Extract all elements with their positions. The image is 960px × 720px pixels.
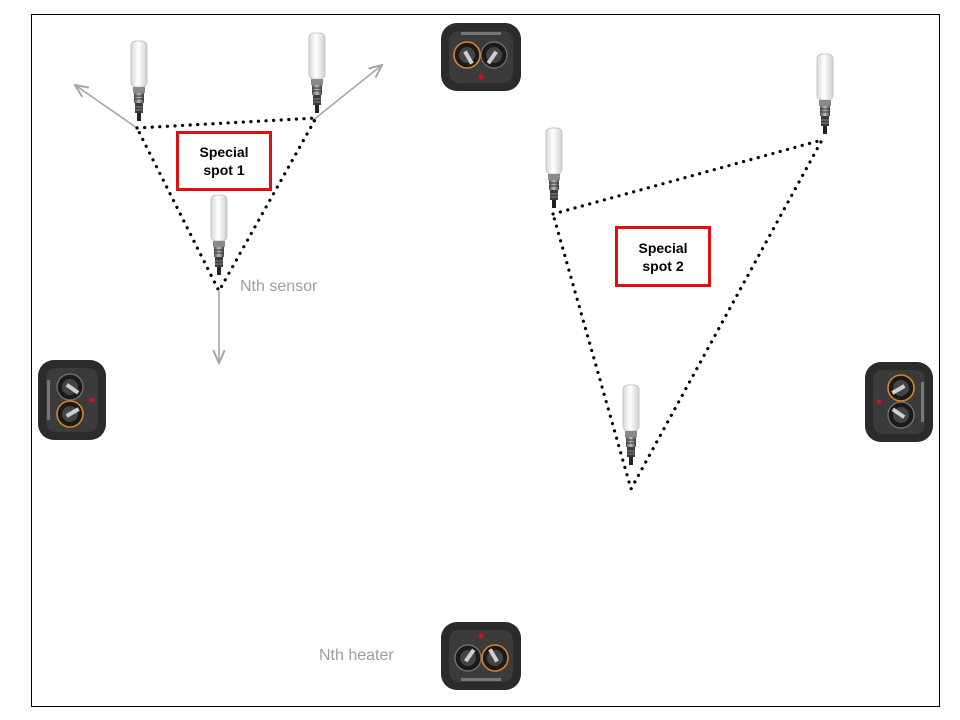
arrow-upper-left [75, 85, 138, 129]
triangle-spot-1 [134, 116, 319, 295]
nth-heater-label: Nth heater [319, 647, 394, 664]
special-spot-2-line-1: Special [638, 239, 688, 256]
temperature-sensor-probe-icon [816, 53, 834, 135]
space-heater-icon [440, 22, 522, 92]
special-spot-2-line-2: spot 2 [642, 257, 684, 274]
arrow-upper-right [311, 65, 382, 122]
temperature-sensor-probe-icon [210, 194, 228, 276]
space-heater-icon [37, 359, 107, 441]
space-heater-icon [864, 361, 934, 443]
temperature-sensor-probe-icon [130, 40, 148, 122]
special-spot-1-line-2: spot 1 [203, 162, 245, 178]
special-spot-2-box: Special spot 2 [615, 226, 711, 287]
temperature-sensor-probe-icon [308, 32, 326, 114]
triangle-spot-2 [551, 137, 826, 494]
special-spot-1-box: Special spot 1 [176, 131, 272, 191]
temperature-sensor-probe-icon [545, 127, 563, 209]
direction-arrows [75, 65, 382, 363]
nth-sensor-label: Nth sensor [240, 278, 318, 295]
diagram-frame [31, 14, 940, 707]
temperature-sensor-probe-icon [622, 384, 640, 466]
space-heater-icon [440, 621, 522, 691]
special-spot-1-line-1: Special [199, 144, 249, 160]
